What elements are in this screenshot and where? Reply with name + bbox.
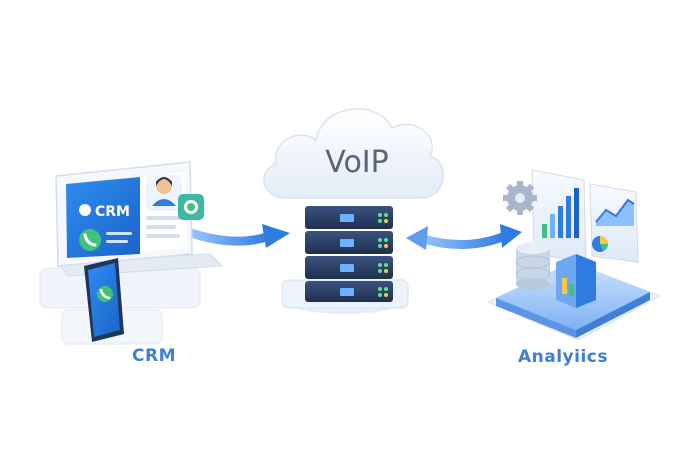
contact-avatar-icon — [146, 175, 182, 211]
database-icon — [515, 242, 551, 290]
phone-call-icon — [79, 229, 101, 251]
cloud-label: VoIP — [325, 145, 389, 180]
crm-node: CRM — [39, 161, 224, 345]
arrow-voip-analytics — [406, 224, 522, 250]
smartphone-icon — [84, 258, 124, 342]
voip-node: VoIP — [263, 108, 444, 314]
analytics-caption: Analyiics — [518, 347, 608, 367]
call-badge-icon — [178, 194, 204, 220]
analytics-node — [486, 169, 662, 341]
building-block-icon — [556, 254, 596, 308]
cloud-icon — [263, 108, 444, 199]
arrow-crm-to-voip — [183, 224, 290, 248]
gear-icon — [503, 181, 537, 215]
user-icon — [79, 204, 91, 216]
bar-chart-icon — [531, 169, 587, 263]
server-rack-icon — [305, 206, 393, 302]
crm-caption: CRM — [132, 346, 176, 366]
pie-chart-icon — [592, 236, 608, 252]
crm-screen-label: CRM — [95, 204, 130, 220]
